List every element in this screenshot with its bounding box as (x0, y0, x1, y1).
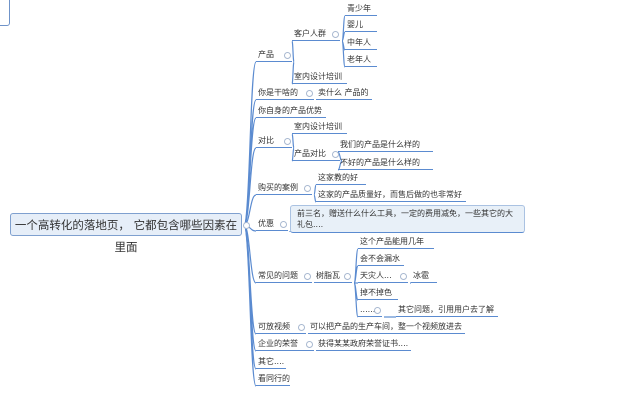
topic-q4[interactable]: 掉不掉色 (358, 287, 398, 300)
topic-q1[interactable]: 这个产品能用几年 (358, 236, 434, 249)
topic-q2[interactable]: 会不会漏水 (358, 253, 404, 266)
topic-hail[interactable]: 冰雹 (411, 270, 437, 283)
topic-peers[interactable]: 看同行的 (256, 373, 290, 386)
topic-middle[interactable]: 中年人 (345, 37, 377, 50)
topic-other-q[interactable]: 其它问题，引用用户去了解 (396, 304, 498, 317)
collapse-toggle-icon[interactable] (344, 273, 351, 280)
collapse-toggle-icon[interactable] (304, 273, 311, 280)
topic-ours[interactable]: 我们的产品是什么样的 (338, 139, 433, 152)
topic-honor-desc[interactable]: 获得某某政府荣誉证书.... (316, 338, 411, 351)
topic-design-training-2[interactable]: 室内设计培训 (292, 121, 347, 134)
collapse-toggle-icon[interactable] (243, 222, 250, 229)
offscreen-topic-box[interactable] (0, 0, 10, 26)
connector (243, 61, 257, 226)
topic-video-desc[interactable]: 可以把产品的生产车间，整一个视频放进去 (308, 321, 465, 334)
collapse-toggle-icon[interactable] (280, 221, 287, 228)
topic-case2[interactable]: 这家的产品质量好，而售后做的也非常好 (316, 189, 466, 202)
topic-elder[interactable]: 老年人 (345, 54, 377, 67)
collapse-toggle-icon[interactable] (400, 273, 407, 280)
topic-q5[interactable]: ...... (358, 304, 382, 317)
collapse-toggle-icon[interactable] (298, 324, 305, 331)
topic-teen[interactable]: 青少年 (345, 3, 377, 16)
collapse-toggle-icon[interactable] (374, 307, 381, 314)
connector (341, 40, 346, 68)
topic-sell-what[interactable]: 卖什么 产品的 (316, 87, 372, 100)
topic-honor[interactable]: 企业的荣誉 (256, 338, 314, 351)
topic-faq[interactable]: 常见的问题 (256, 270, 312, 283)
connector (291, 40, 295, 63)
topic-product[interactable]: 产品 (256, 49, 292, 62)
collapse-toggle-icon[interactable] (306, 90, 313, 97)
collapse-toggle-icon[interactable] (332, 151, 339, 158)
collapse-toggle-icon[interactable] (332, 31, 339, 38)
topic-bad[interactable]: 不好的产品是什么样的 (338, 157, 433, 170)
discount-note-topic[interactable]: 前三名，赠送什么什么工具，一定的费用减免，一些其它的大礼包.... (290, 205, 525, 233)
topic-other[interactable]: 其它.... (256, 356, 286, 369)
topic-cases[interactable]: 购买的案例 (256, 182, 312, 195)
topic-design-training-1[interactable]: 室内设计培训 (292, 71, 347, 84)
topic-what-do[interactable]: 你是干啥的 (256, 87, 314, 100)
topic-discount[interactable]: 优惠 (256, 218, 288, 231)
topic-customers[interactable]: 客户人群 (292, 28, 340, 41)
collapse-toggle-icon[interactable] (284, 52, 291, 59)
topic-product-compare[interactable]: 产品对比 (292, 148, 340, 161)
topic-compare[interactable]: 对比 (256, 135, 292, 148)
topic-case1[interactable]: 这家教的好 (316, 172, 366, 185)
collapse-toggle-icon[interactable] (284, 138, 291, 145)
connector (243, 224, 257, 387)
topic-own-adv[interactable]: 你自身的产品优势 (256, 105, 326, 118)
topic-baby[interactable]: 婴儿 (345, 19, 377, 32)
connector (313, 194, 317, 203)
topic-resin-tile[interactable]: 树脂瓦 (314, 270, 352, 283)
connector (353, 282, 359, 318)
connector (291, 133, 295, 149)
collapse-toggle-icon[interactable] (306, 341, 313, 348)
topic-video[interactable]: 可放视频 (256, 321, 306, 334)
topic-q3[interactable]: 天灾人... (358, 270, 408, 283)
collapse-toggle-icon[interactable] (304, 185, 311, 192)
root-topic[interactable]: 一个高转化的落地页， 它都包含哪些因素在里面 (10, 213, 242, 254)
